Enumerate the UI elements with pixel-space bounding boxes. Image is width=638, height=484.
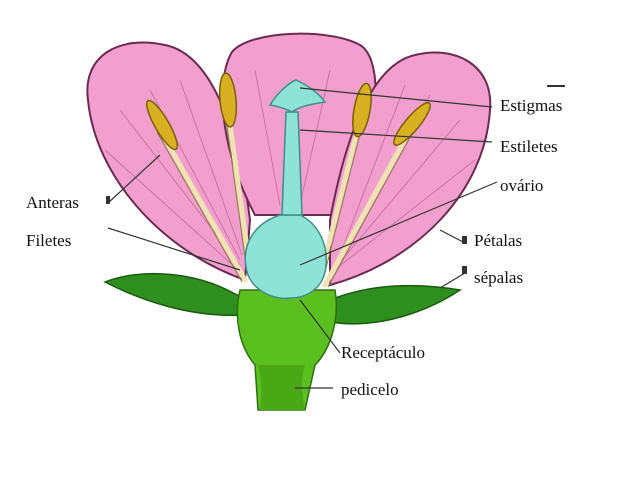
label-estigmas: Estigmas xyxy=(500,97,562,114)
label-petalas: Pétalas xyxy=(474,232,522,249)
label-pedicelo: pedicelo xyxy=(341,381,399,398)
label-receptaculo: Receptáculo xyxy=(341,344,425,361)
label-anteras: Anteras xyxy=(26,194,79,211)
label-sepalas: sépalas xyxy=(474,269,523,286)
label-filetes: Filetes xyxy=(26,232,71,249)
ovary xyxy=(245,215,326,298)
label-estiletes: Estiletes xyxy=(500,138,558,155)
style xyxy=(282,112,302,215)
label-ovario: ovário xyxy=(500,177,543,194)
